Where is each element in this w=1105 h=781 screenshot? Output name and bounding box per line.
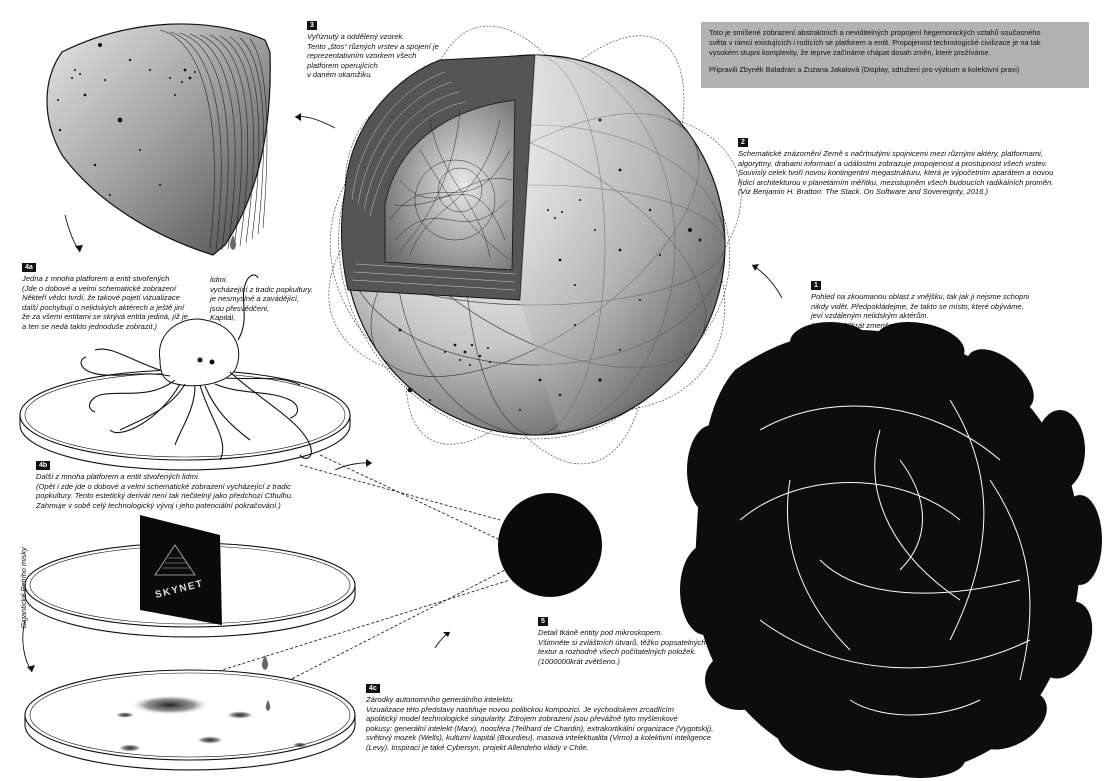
- caption-4c-text: Zárodky autonomního generálního intelekt…: [366, 695, 714, 752]
- caption-1-number: 1: [811, 281, 821, 290]
- caption-4a-text: Jedna z mnoha platforem a entit stvořený…: [22, 274, 188, 331]
- cthulhu-creature: [80, 274, 312, 461]
- projection-lines: [189, 454, 511, 691]
- caption-5-number: 5: [538, 617, 548, 626]
- caption-4b-text: Další z mnoha platforem a entit stvořený…: [36, 472, 294, 510]
- caption-4a-text-2: lidmi. vycházející z tradic popkultury. …: [210, 275, 313, 323]
- caption-3-number: 3: [307, 21, 317, 30]
- caption-5: 5 Detail tkáně entity pod mikroskopem. V…: [538, 616, 738, 666]
- caption-4b: 4b Další z mnoha platforem a entit stvoř…: [36, 460, 336, 510]
- caption-4c-number: 4c: [366, 684, 380, 693]
- caption-2: 2 Schematické znázornění Země s načrtnut…: [738, 137, 1098, 197]
- caption-3: 3 Vyříznutý a oddělený vzorek. Tento „št…: [307, 20, 492, 80]
- petri-dish-4c: [24, 669, 356, 771]
- caption-4a-continued: lidmi. vycházející z tradic popkultury. …: [210, 275, 350, 323]
- info-credits: Připravili Zbyněk Baladrán a Zuzana Jaka…: [709, 64, 1020, 74]
- black-sphere: [680, 321, 1102, 778]
- caption-1-text: Pohled na zkoumanou oblast z vnějšku, ta…: [811, 292, 1030, 330]
- arrow-heads: [27, 113, 759, 672]
- caption-4a-number: 4a: [22, 263, 36, 272]
- micro-sphere: [498, 493, 602, 597]
- drops: [230, 235, 271, 711]
- caption-5-text: Detail tkáně entity pod mikroskopem. Vši…: [538, 628, 706, 666]
- info-box: Toto je smíšené zobrazení abstraktních a…: [701, 22, 1089, 88]
- petri-dishes-label: Gigantické Petriho misky: [19, 547, 29, 629]
- earth-sphere: [341, 54, 726, 436]
- earth-sample-chunk: [46, 23, 271, 256]
- info-text: Toto je smíšené zobrazení abstraktních a…: [709, 28, 1041, 58]
- petri-dish-4a: [19, 369, 351, 471]
- caption-4b-number: 4b: [36, 461, 51, 470]
- caption-4c: 4c Zárodky autonomního generálního intel…: [366, 683, 746, 753]
- caption-2-number: 2: [738, 138, 748, 147]
- caption-1: 1 Pohled na zkoumanou oblast z vnějšku, …: [811, 280, 1101, 330]
- caption-3-text: Vyříznutý a oddělený vzorek. Tento „štos…: [307, 32, 439, 80]
- skynet-logo-card: [140, 515, 222, 625]
- caption-2-text: Schematické znázornění Země s načrtnutým…: [738, 149, 1054, 197]
- caption-4a: 4a Jedna z mnoha platforem a entit stvoř…: [22, 262, 212, 332]
